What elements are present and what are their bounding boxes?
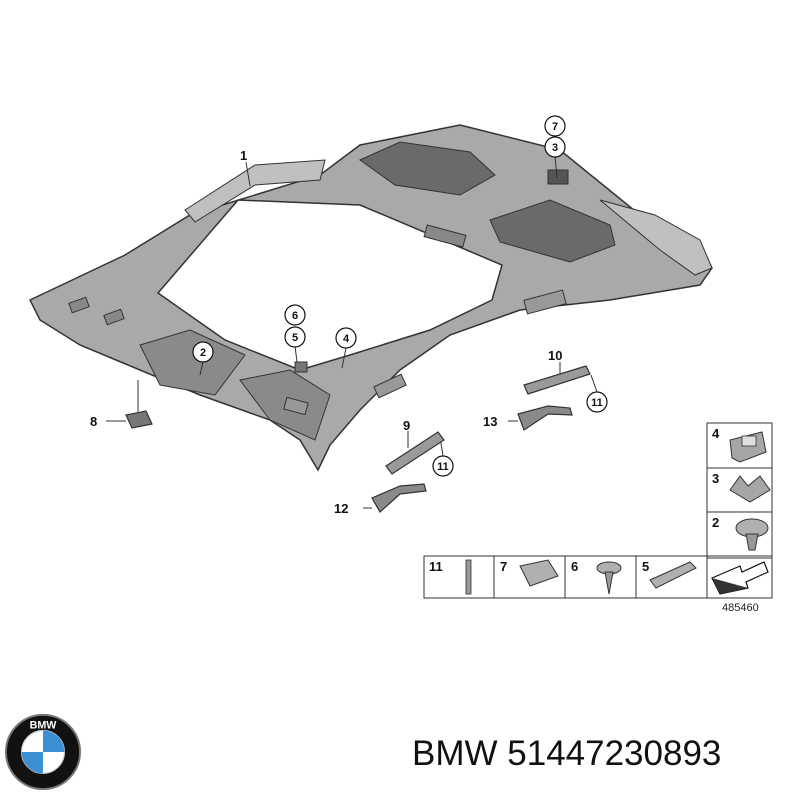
callout-11-front: 11 xyxy=(437,461,449,473)
part-bracket-9 xyxy=(385,431,445,475)
legend-6-label: 6 xyxy=(571,559,578,574)
callout-10: 10 xyxy=(548,348,562,363)
legend-screw-6 xyxy=(596,561,622,595)
bmw-logo: BMW xyxy=(4,713,82,790)
legend-clip-3 xyxy=(729,475,771,503)
legend-grid-right xyxy=(706,422,773,559)
legend-grid-bottom xyxy=(423,555,773,599)
callout-9: 9 xyxy=(403,418,410,433)
bmw-logo-text: BMW xyxy=(30,720,58,732)
callout-12: 12 xyxy=(334,501,348,516)
callout-8: 8 xyxy=(90,414,97,429)
legend-3-label: 3 xyxy=(712,471,719,486)
part-lamp-8 xyxy=(125,410,153,429)
legend-clip-4 xyxy=(729,431,767,463)
legend-arrow xyxy=(711,561,769,595)
callout-13: 13 xyxy=(483,414,497,429)
legend-7-label: 7 xyxy=(500,559,507,574)
callout-11-rear: 11 xyxy=(591,397,603,409)
legend-clip-2 xyxy=(735,518,769,551)
callout-2: 2 xyxy=(200,347,206,359)
callout-5: 5 xyxy=(292,332,298,344)
part-grab-handle-front xyxy=(371,483,427,513)
part-number-caption: BMW 51447230893 xyxy=(412,734,722,773)
legend-4-label: 4 xyxy=(712,426,720,441)
callout-1: 1 xyxy=(240,148,247,163)
legend-11-label: 11 xyxy=(429,559,443,574)
callouts: 1 7 3 2 6 5 4 8 9 10 11 11 12 13 xyxy=(90,115,608,516)
callout-3-top: 3 xyxy=(552,142,558,154)
callout-7-top: 7 xyxy=(552,121,558,133)
legend-2-label: 2 xyxy=(712,515,719,530)
legend-clip-5 xyxy=(649,561,697,589)
reference-number: 485460 xyxy=(722,602,759,614)
callout-4: 4 xyxy=(343,333,350,345)
legend-clip-7 xyxy=(519,559,559,587)
callout-6: 6 xyxy=(292,310,298,322)
part-grab-handle-rear xyxy=(517,405,573,431)
headliner-part xyxy=(28,124,713,472)
legend-5-label: 5 xyxy=(642,559,649,574)
part-bracket-10 xyxy=(523,365,591,395)
legend-pin-11 xyxy=(465,559,472,595)
